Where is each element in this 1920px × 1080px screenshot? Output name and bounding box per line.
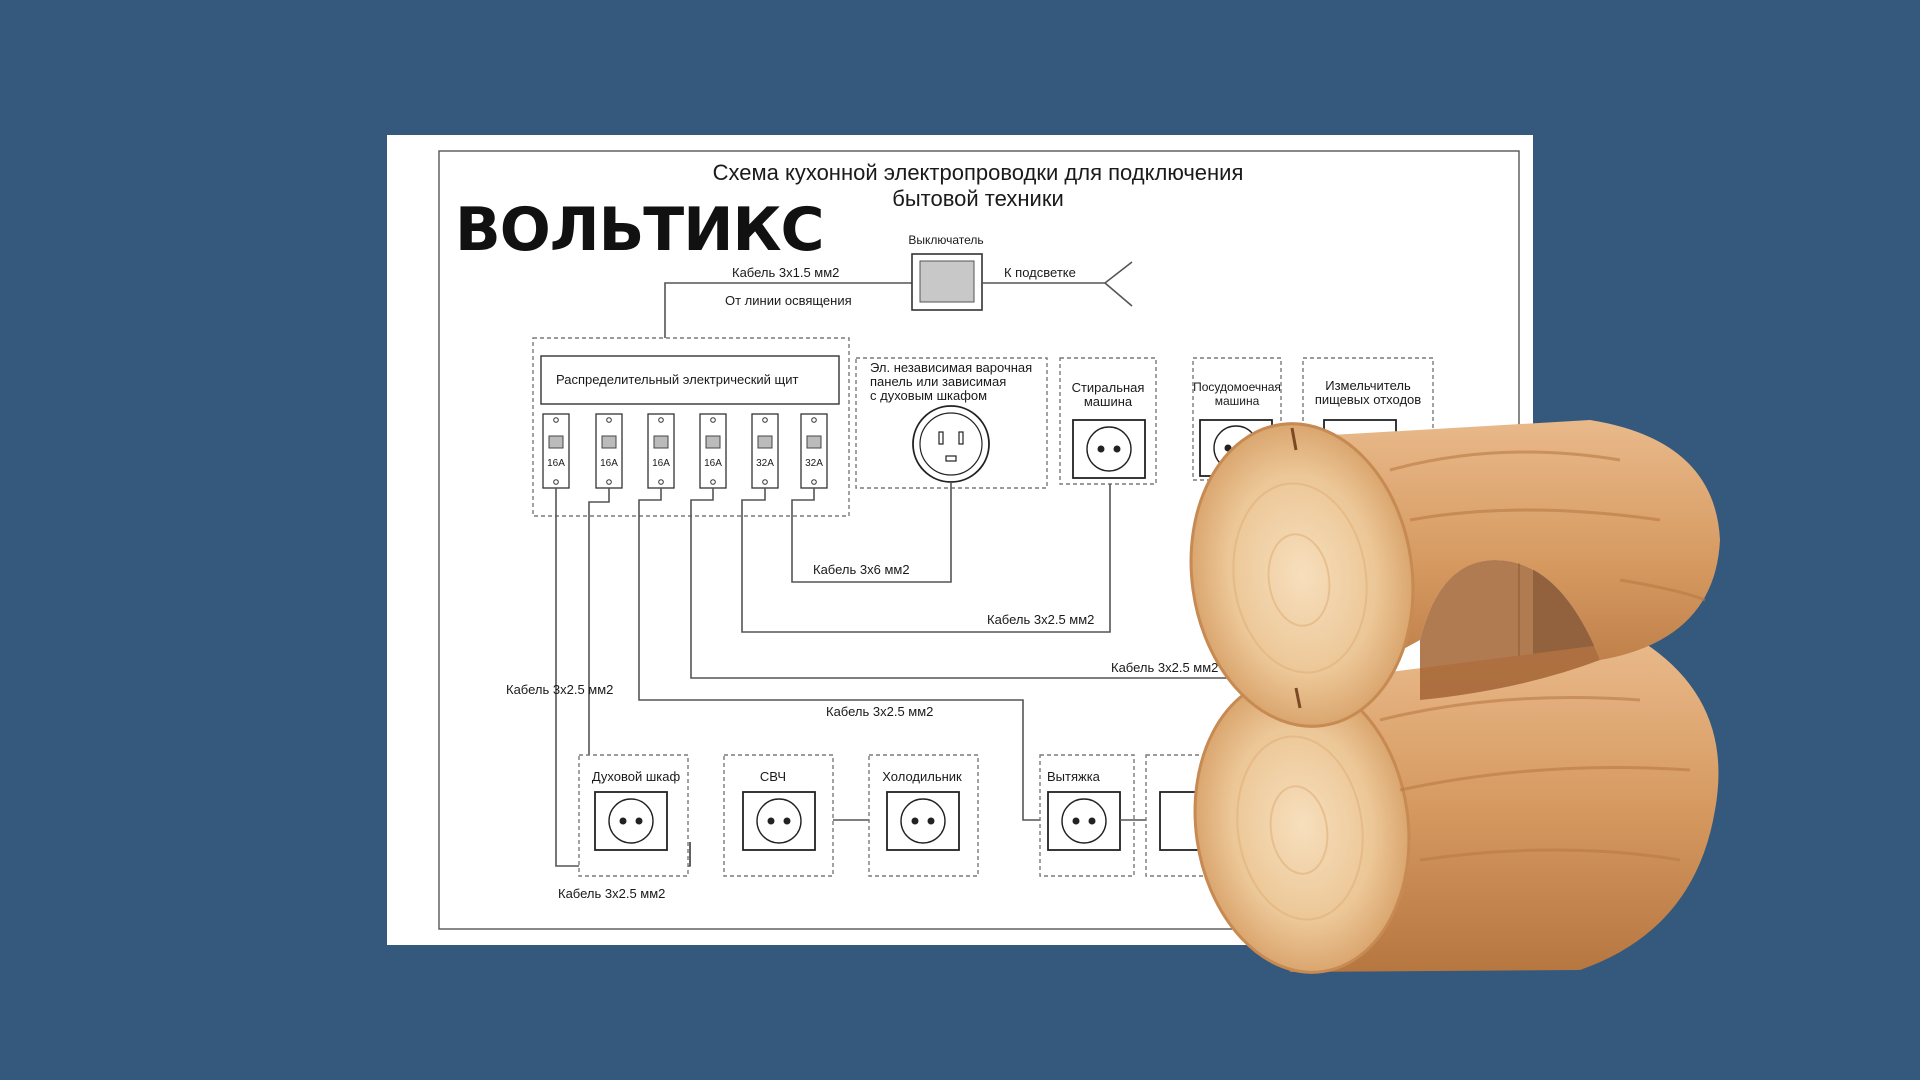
lighting-line-label: От линии освящения	[725, 293, 852, 308]
brand-logo: ВОЛЬТИКС	[455, 195, 824, 265]
washer-label-line-1: Стиральная	[1072, 380, 1145, 395]
wooden-logs-image	[1189, 420, 1720, 974]
top-log-end	[1189, 422, 1415, 728]
backlight-wire	[982, 261, 1133, 307]
breaker: 16A	[699, 413, 727, 489]
cable-25-left-label: Кабель 3х2.5 мм2	[506, 682, 613, 697]
breaker-rating: 16A	[652, 458, 670, 469]
hob-label-line-2: панель или зависимая	[870, 374, 1006, 389]
disposer-label-line-1: Измельчитель	[1325, 378, 1411, 393]
switch-label: Выключатель	[908, 233, 983, 247]
distribution-board	[540, 355, 840, 405]
cable-3x6-label: Кабель 3х6 мм2	[813, 562, 910, 577]
breaker-rating: 16A	[600, 458, 618, 469]
log-groove	[1420, 560, 1600, 700]
breaker-rating: 32A	[805, 458, 823, 469]
breaker: 32A	[800, 413, 828, 489]
backlight-label: К подсветке	[1004, 265, 1076, 280]
hood-cable	[638, 488, 1048, 821]
cable-25-bottom-label: Кабель 3х2.5 мм2	[558, 886, 665, 901]
hob-label-line-1: Эл. независимая варочная	[870, 360, 1032, 375]
switch-key	[919, 260, 975, 303]
breaker-rating: 32A	[756, 458, 774, 469]
hob-socket	[912, 405, 990, 483]
dishwasher-label-line-1: Посудомоечная	[1193, 380, 1281, 394]
oven-label: Духовой шкаф	[592, 769, 681, 784]
breaker: 16A	[595, 413, 623, 489]
diagram-title-line-2: бытовой техники	[892, 186, 1064, 211]
diagram-title-line-1: Схема кухонной электропроводки для подкл…	[713, 160, 1244, 185]
cable-25-hood-label: Кабель 3х2.5 мм2	[826, 704, 933, 719]
oven-socket	[594, 791, 668, 851]
cable-25-dishwasher-label: Кабель 3х2.5 мм2	[1111, 660, 1218, 675]
breaker: 16A	[647, 413, 675, 489]
disposer-label-line-2: пищевых отходов	[1315, 392, 1421, 407]
breaker: 16A	[542, 413, 570, 489]
breaker-rating: 16A	[547, 458, 565, 469]
washer-cable	[741, 484, 1111, 633]
distribution-board-label: Распределительный электрический щит	[556, 372, 799, 387]
hood-socket	[1047, 791, 1121, 851]
microwave-label: СВЧ	[760, 769, 786, 784]
washer-socket	[1072, 419, 1146, 479]
washer-label-line-2: машина	[1084, 394, 1133, 409]
breaker-rating: 16A	[704, 458, 722, 469]
breaker: 32A	[751, 413, 779, 489]
dishwasher-label-line-2: машина	[1215, 394, 1260, 408]
microwave-socket	[742, 791, 816, 851]
hood-label: Вытяжка	[1047, 769, 1101, 784]
fridge-socket	[886, 791, 960, 851]
hob-cable	[791, 482, 952, 583]
cable-25-washer-label: Кабель 3х2.5 мм2	[987, 612, 1094, 627]
hob-label-line-3: с духовым шкафом	[870, 388, 987, 403]
dishwasher-cable	[690, 488, 1260, 679]
fridge-label: Холодильник	[882, 769, 962, 784]
lighting-cable-label: Кабель 3х1.5 мм2	[732, 265, 839, 280]
